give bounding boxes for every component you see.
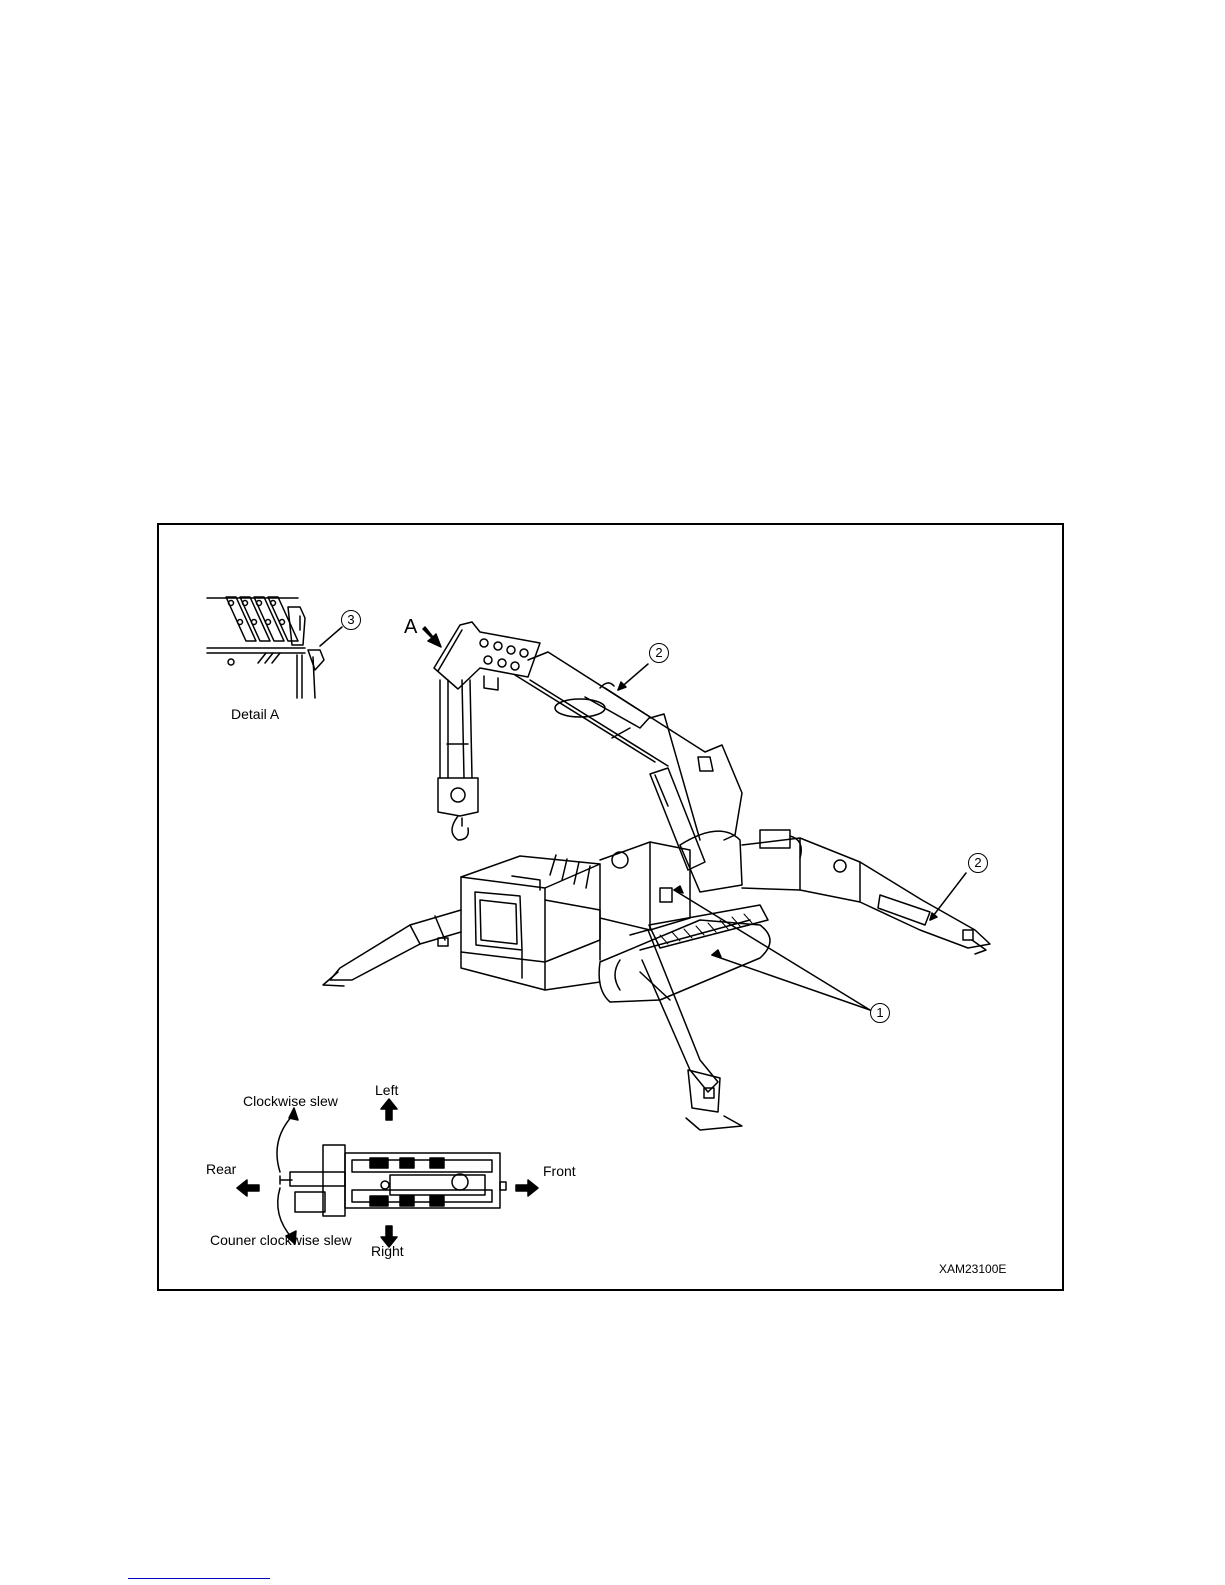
rear-label: Rear xyxy=(206,1161,236,1177)
front-label: Front xyxy=(543,1163,576,1179)
figure-code: XAM23100E xyxy=(939,1262,1006,1276)
view-a-letter: A xyxy=(404,616,417,639)
callout-2-boom: 2 xyxy=(649,643,669,663)
counter-clockwise-slew-label: Couner clockwise slew xyxy=(210,1232,352,1248)
footer-underline xyxy=(128,1578,270,1579)
callout-1: 1 xyxy=(870,1003,890,1023)
right-label: Right xyxy=(371,1243,404,1259)
crane-main-drawing xyxy=(323,622,990,1130)
orientation-diagram xyxy=(237,1099,538,1247)
clockwise-slew-label: Clockwise slew xyxy=(243,1093,338,1109)
detail-a-label: Detail A xyxy=(231,706,279,722)
detail-a-drawing xyxy=(207,597,342,698)
callout-3: 3 xyxy=(341,610,361,630)
callout-2-outrigger: 2 xyxy=(968,853,988,873)
left-label: Left xyxy=(375,1082,398,1098)
